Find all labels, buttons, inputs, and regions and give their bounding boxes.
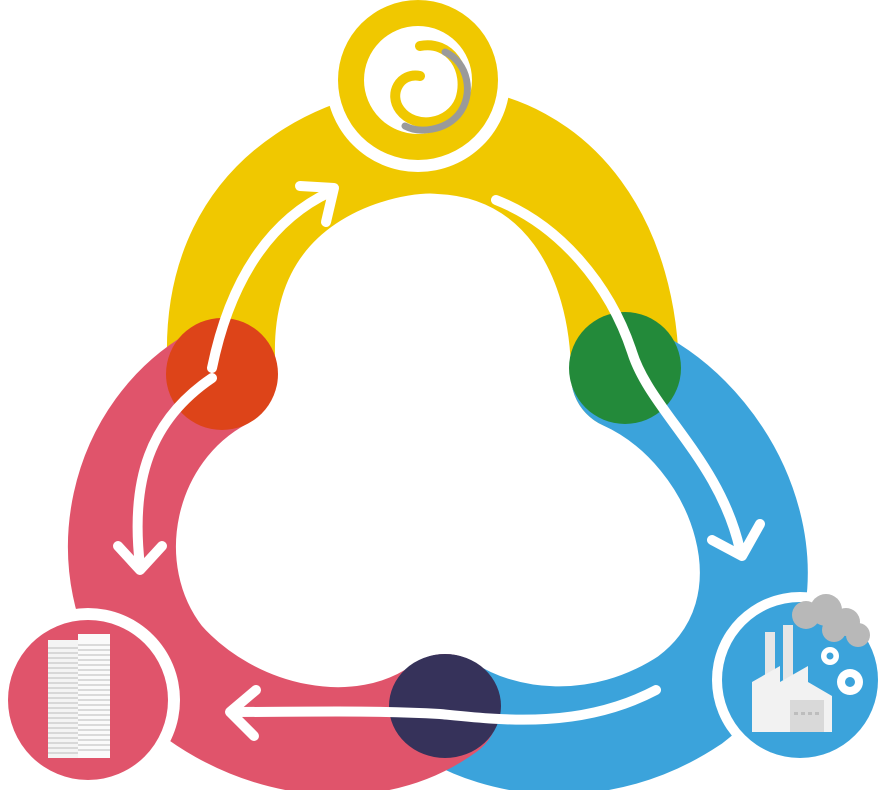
arrow-production-to-consumption (229, 685, 661, 725)
flow-arrows (113, 181, 765, 741)
node-production (712, 592, 886, 768)
arc-resource (166, 85, 679, 430)
arrowhead-to-resource (295, 181, 339, 227)
node-consumption (0, 608, 180, 790)
arrow-cycle-left (132, 373, 217, 571)
arrow-resource-to-production (491, 195, 745, 555)
arrow-consumption-to-resource (207, 187, 335, 373)
arrowhead-to-production (707, 519, 765, 561)
overlap-red-yellow (166, 318, 278, 430)
overlap-blue-red (389, 654, 501, 758)
arc-production (391, 322, 808, 790)
arrowhead-cycle-left (113, 541, 167, 575)
factory-icon (752, 594, 870, 732)
spiral-icon (390, 40, 471, 134)
node-resource (326, 0, 510, 172)
arrowhead-to-consumption (225, 685, 261, 741)
stacked-paper-icon (48, 634, 110, 758)
